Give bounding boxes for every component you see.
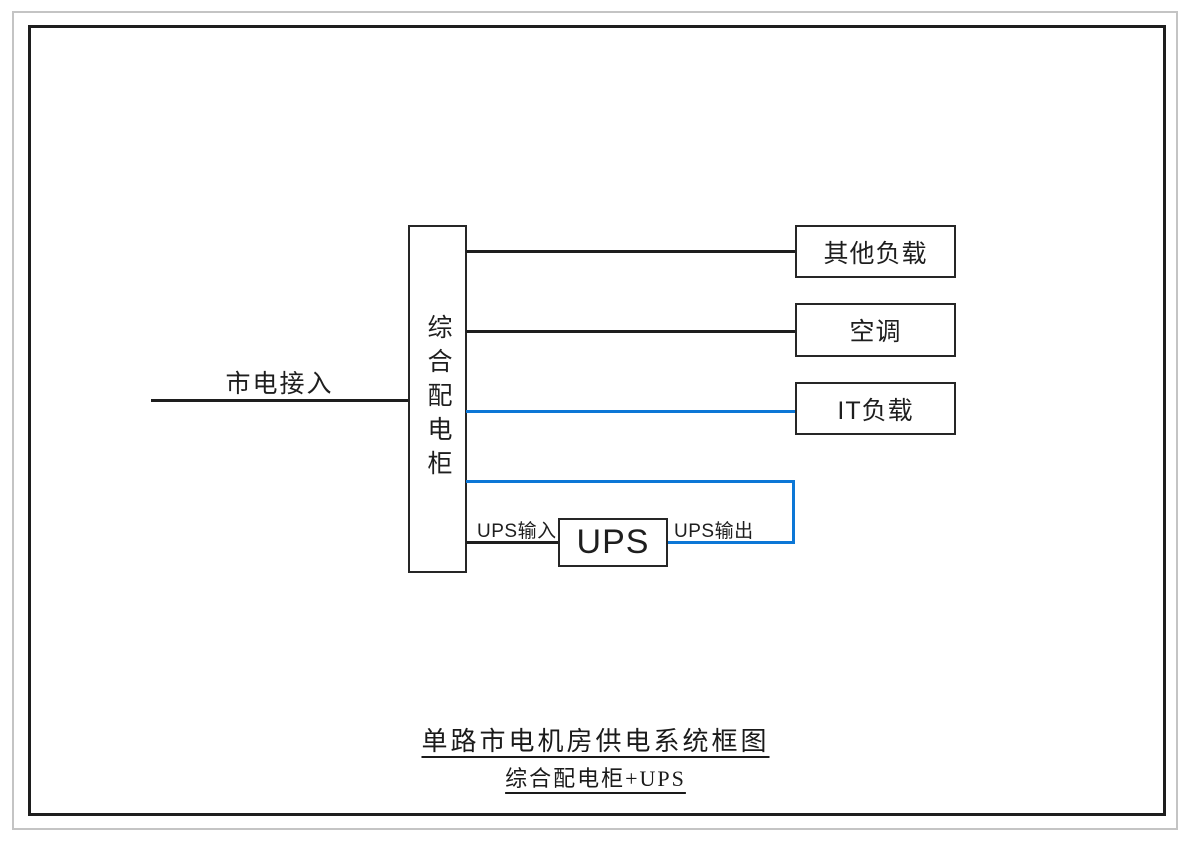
load-box-other-label: 其他负载: [823, 239, 928, 268]
load-box-it-label: IT负载: [837, 396, 914, 425]
mains-input-line: [151, 399, 408, 402]
diagram-title: 单路市电机房供电系统框图: [421, 727, 770, 756]
cabinet-to-other-load-line: [466, 250, 796, 253]
diagram-subtitle: 综合配电柜+UPS: [505, 766, 686, 791]
outer-border-frame: [12, 11, 1178, 830]
cabinet-to-it-load-line: [466, 410, 796, 413]
cabinet-box: 综合配电柜: [408, 225, 467, 573]
inner-border-frame: [28, 25, 1166, 816]
ups-return-vertical-line: [792, 480, 795, 544]
cabinet-to-ac-line: [466, 330, 796, 333]
ups-return-top-line: [466, 480, 795, 483]
ups-box: UPS: [558, 518, 668, 567]
ups-output-line: [666, 541, 795, 544]
mains-input-label: 市电接入: [225, 370, 334, 398]
ups-output-label: UPS输出: [674, 521, 754, 542]
cabinet-label: 综合配电柜: [424, 314, 452, 484]
ups-input-line: [466, 541, 560, 544]
ups-box-label: UPS: [576, 523, 650, 561]
ups-input-label: UPS输入: [477, 521, 557, 542]
load-box-ac: 空调: [795, 303, 956, 357]
load-box-it: IT负载: [795, 382, 956, 435]
load-box-ac-label: 空调: [849, 318, 902, 346]
load-box-other: 其他负载: [795, 225, 956, 278]
